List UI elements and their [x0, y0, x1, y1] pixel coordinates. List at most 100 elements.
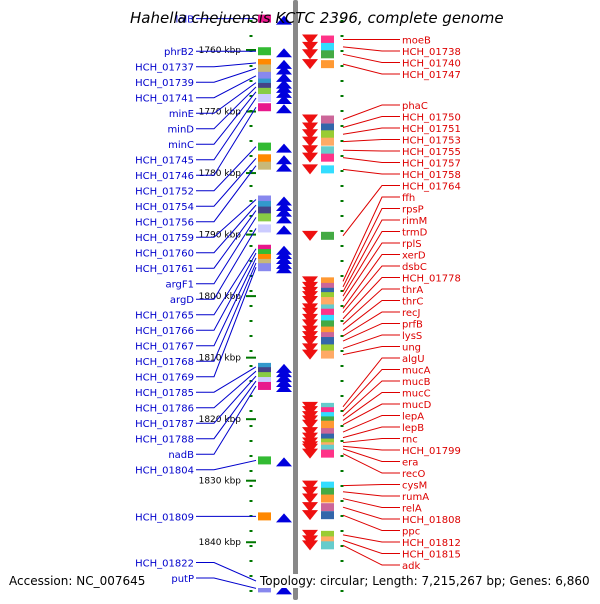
right-leader-line [342, 380, 400, 417]
left-gene-label: phrB2 [164, 47, 194, 58]
right-leader-line [342, 539, 400, 554]
gene-arrow-right [302, 152, 318, 163]
left-gene-label: nadB [168, 450, 194, 461]
left-gene-label: HCH_01759 [135, 233, 194, 244]
right-gene-label: HCH_01757 [402, 159, 461, 170]
gene-box-right [321, 115, 334, 124]
left-leader-line [196, 210, 257, 269]
gene-box-right [321, 287, 334, 296]
left-gene-label: HCH_01739 [135, 78, 194, 89]
gene-arrow-left [276, 59, 292, 69]
gene-box-right [321, 308, 334, 317]
gene-arrow-left [276, 513, 292, 523]
gene-arrow-right [302, 307, 318, 318]
right-leader-line [342, 139, 400, 143]
gene-arrow-right [302, 325, 318, 336]
gene-arrow-right [302, 419, 318, 430]
gene-box-right [321, 433, 334, 442]
gene-box-right [321, 35, 334, 44]
gene-box-left [258, 161, 271, 170]
gene-arrow-right [302, 493, 318, 504]
gene-box-left [258, 103, 271, 112]
gene-box-left [258, 82, 271, 91]
gene-box-left [258, 71, 271, 80]
left-gene-label: HCH_01741 [135, 94, 194, 105]
right-leader-line [342, 149, 400, 152]
right-gene-label: moeB [402, 36, 431, 47]
gene-arrow-right [302, 276, 318, 287]
right-leader-line [342, 300, 400, 331]
left-gene-label: minC [168, 140, 194, 151]
right-leader-line [342, 46, 400, 52]
left-gene-label: lolB [175, 15, 194, 26]
gene-box-left [258, 456, 271, 465]
left-leader-line [196, 267, 257, 378]
left-leader-line [196, 165, 257, 223]
left-leader-line [196, 577, 257, 589]
left-gene-label: HCH_01756 [135, 218, 194, 229]
gene-box-right [321, 231, 334, 240]
right-gene-label: relA [402, 504, 422, 515]
right-leader-line [342, 116, 400, 129]
left-gene-label: HCH_01760 [135, 249, 194, 260]
left-gene-label: argD [170, 295, 194, 306]
gene-arrow-right [302, 343, 318, 354]
gene-arrow-left [276, 94, 292, 104]
gene-box-left [258, 213, 271, 222]
gene-arrow-left [276, 368, 292, 378]
right-leader-line [342, 323, 400, 342]
right-gene-label: prfB [402, 320, 423, 331]
gene-arrow-right [302, 41, 318, 52]
right-gene-label: recO [402, 469, 426, 480]
scale-tick-label: 1810 kbp [199, 354, 242, 364]
scale-tick-label: 1770 kbp [199, 108, 242, 118]
scale-tick-label: 1840 kbp [199, 538, 242, 548]
left-leader-line [196, 228, 257, 300]
gene-arrow-left [276, 250, 292, 260]
left-leader-line [196, 459, 257, 471]
right-gene-label: mucB [402, 377, 431, 388]
gene-box-right [321, 153, 334, 162]
right-leader-line [342, 357, 400, 408]
gene-box-left [258, 258, 271, 267]
right-gene-label: mucA [402, 366, 431, 377]
gene-box-right [321, 420, 334, 429]
gene-arrow-left [276, 254, 292, 264]
right-gene-label: thrA [402, 285, 423, 296]
left-gene-label: HCH_01765 [135, 311, 194, 322]
gene-arrow-right [302, 296, 318, 307]
right-gene-label: era [402, 458, 418, 469]
gene-arrow-right [302, 313, 318, 324]
gene-arrow-right [302, 349, 318, 360]
gene-box-right [321, 481, 334, 490]
right-gene-label: lepA [402, 412, 424, 423]
gene-arrow-left [276, 162, 292, 172]
right-gene-label: algU [402, 354, 425, 365]
right-leader-line [342, 288, 400, 325]
gene-box-right [321, 42, 334, 51]
scale-tick-label: 1780 kbp [199, 169, 242, 179]
gene-box-right [321, 511, 334, 520]
gene-box-right [321, 277, 334, 286]
gene-box-right [321, 541, 334, 550]
right-leader-line [342, 491, 400, 497]
scale-tick-label: 1820 kbp [199, 415, 242, 425]
left-leader-line [196, 157, 257, 207]
left-leader-line [196, 366, 257, 393]
gene-box-left [258, 512, 271, 521]
gene-arrow-left [276, 83, 292, 93]
left-gene-label: HCH_01809 [135, 512, 194, 523]
left-leader-line [196, 106, 257, 176]
right-gene-label: HCH_01740 [402, 59, 461, 70]
scale-tick-label: 1830 kbp [199, 477, 242, 487]
gene-arrow-right [302, 480, 318, 491]
left-leader-line [196, 385, 257, 455]
gene-box-left [258, 367, 271, 376]
gene-box-right [321, 530, 334, 539]
right-leader-line [342, 369, 400, 412]
right-gene-label: rpsP [402, 205, 424, 216]
left-gene-label: HCH_01767 [135, 342, 194, 353]
gene-box-left [258, 93, 271, 102]
gene-box-left [258, 58, 271, 67]
